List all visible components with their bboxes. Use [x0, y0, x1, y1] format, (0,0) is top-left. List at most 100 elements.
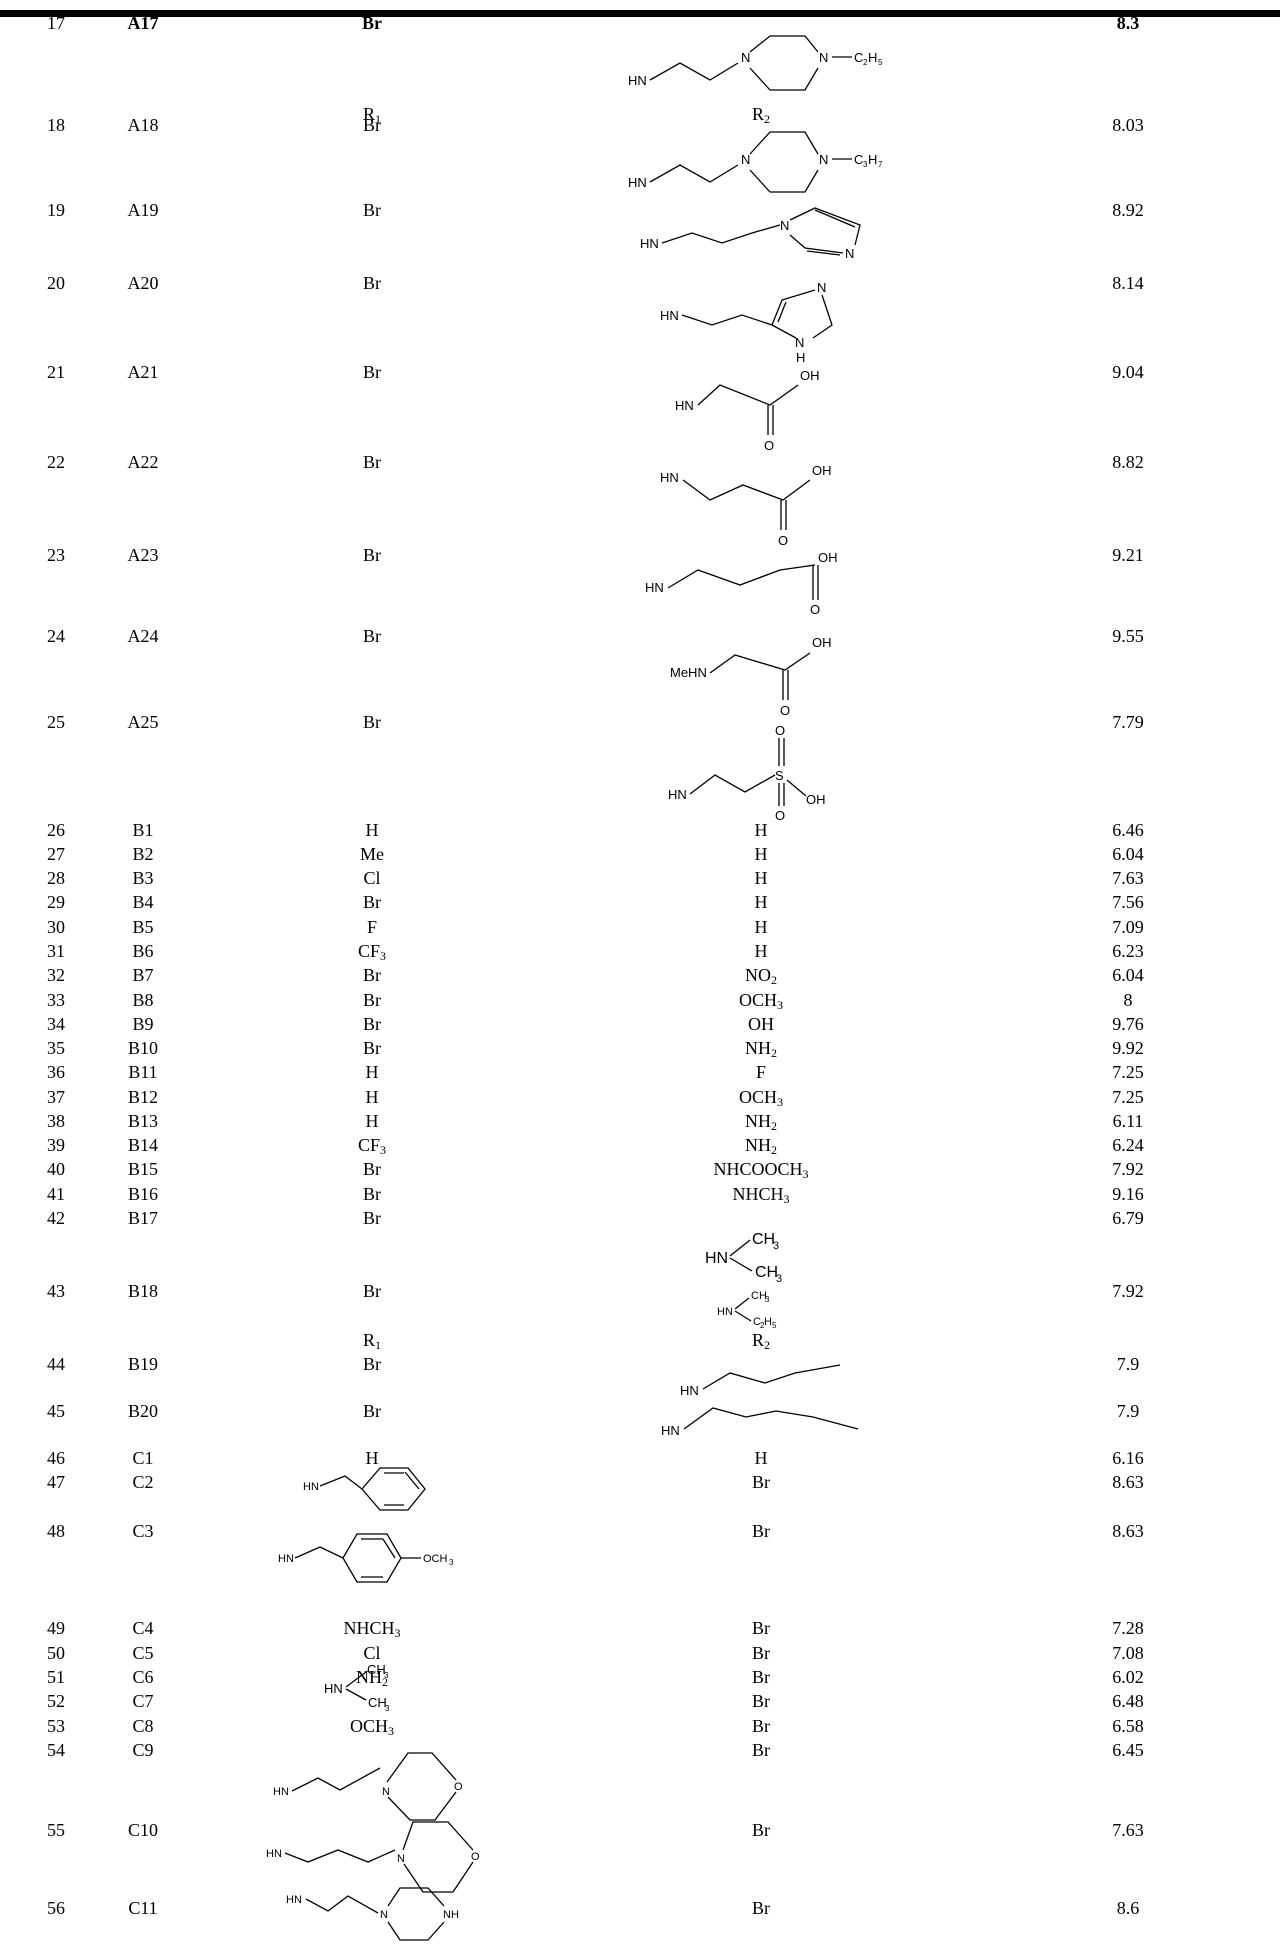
cell-no: 49: [47, 1618, 65, 1638]
cell-value: 9.55: [1112, 626, 1144, 646]
cell-code: C5: [132, 1643, 154, 1663]
cell-r2: Br: [752, 1667, 770, 1687]
cell-no: 32: [47, 965, 65, 985]
cell-code: B20: [127, 1401, 159, 1421]
cell-no: 17: [47, 13, 65, 33]
svg-text:HN: HN: [680, 1383, 699, 1398]
svg-text:HN: HN: [273, 1786, 289, 1798]
cell-r1: Br: [363, 1208, 381, 1228]
cell-r1: Br: [363, 545, 381, 565]
cell-r1: Br: [363, 626, 381, 646]
svg-text:N: N: [795, 335, 804, 350]
cell-value: 8.03: [1112, 115, 1144, 135]
cell-r1: NHCH3: [343, 1618, 401, 1640]
svg-text:H: H: [764, 1316, 772, 1328]
cell-no: 20: [47, 273, 65, 293]
svg-text:O: O: [764, 438, 774, 453]
cell-r1: Br: [363, 1354, 381, 1374]
cell-code: B17: [127, 1208, 159, 1228]
cell-value: 8.14: [1112, 273, 1144, 293]
cell-r1: Br: [363, 965, 381, 985]
svg-text:CH: CH: [751, 1290, 767, 1302]
cell-code: C3: [132, 1521, 154, 1541]
cell-r1: OCH3: [349, 1716, 395, 1738]
svg-text:N: N: [397, 1853, 405, 1865]
cell-no: 27: [47, 844, 65, 864]
svg-text:3: 3: [385, 1704, 390, 1713]
svg-text:5: 5: [878, 58, 883, 67]
svg-text:HN: HN: [645, 580, 664, 595]
cell-no: 55: [47, 1820, 65, 1840]
cell-value: 9.04: [1112, 362, 1144, 382]
cell-value: 7.63: [1112, 1820, 1144, 1840]
cell-no: 56: [47, 1898, 65, 1918]
cell-code: C7: [132, 1691, 154, 1711]
cell-no: 30: [47, 917, 65, 937]
cell-no: 35: [47, 1038, 65, 1058]
svg-text:HN: HN: [660, 308, 679, 323]
r2-header: R2: [751, 104, 771, 126]
svg-text:MeHN: MeHN: [670, 665, 707, 680]
cell-value: 8.63: [1112, 1472, 1144, 1492]
cell-r2: Br: [752, 1740, 770, 1760]
structure-a23: HN OH O: [645, 550, 838, 617]
svg-text:HN: HN: [628, 73, 647, 88]
cell-code: B12: [127, 1087, 159, 1107]
cell-code: C4: [132, 1618, 154, 1638]
structure-b19: HN: [680, 1364, 841, 1398]
cell-no: 43: [47, 1281, 65, 1301]
svg-text:3: 3: [776, 1273, 782, 1285]
cell-code: B15: [127, 1159, 159, 1179]
cell-no: 48: [47, 1521, 65, 1541]
cell-code: A24: [127, 626, 159, 646]
cell-code: A22: [127, 452, 159, 472]
svg-text:CH: CH: [368, 1695, 387, 1710]
cell-value: 7.63: [1112, 868, 1144, 888]
svg-text:HN: HN: [661, 1423, 680, 1438]
cell-r1: Br: [363, 273, 381, 293]
cell-r2: H: [754, 820, 768, 840]
cell-r2: H: [754, 941, 768, 961]
svg-text:O: O: [471, 1851, 480, 1863]
cell-code: A25: [127, 712, 159, 732]
cell-value: 7.28: [1112, 1618, 1144, 1638]
cell-value: 7.09: [1112, 917, 1144, 937]
cell-value: 8.63: [1112, 1521, 1144, 1541]
cell-value: 6.79: [1112, 1208, 1144, 1228]
cell-code: B1: [132, 820, 154, 840]
cell-no: 42: [47, 1208, 65, 1228]
svg-text:HN: HN: [266, 1848, 282, 1860]
structure-c9: HN N O: [273, 1752, 463, 1821]
cell-no: 41: [47, 1184, 65, 1204]
cell-value: 8.92: [1112, 200, 1144, 220]
cell-code: C11: [128, 1898, 158, 1918]
cell-no: 51: [47, 1667, 65, 1687]
cell-r2: F: [755, 1062, 767, 1082]
cell-no: 29: [47, 892, 65, 912]
cell-r1: Br: [363, 1159, 381, 1179]
cell-no: 50: [47, 1643, 65, 1663]
cell-value: 6.46: [1112, 820, 1144, 840]
structure-c7: HN CH3 CH3: [324, 1662, 390, 1713]
svg-text:O: O: [780, 703, 790, 718]
svg-text:OH: OH: [812, 463, 832, 478]
cell-value: 7.56: [1112, 892, 1144, 912]
svg-text:O: O: [778, 533, 788, 548]
cell-r1: H: [365, 1111, 379, 1131]
cell-no: 33: [47, 990, 65, 1010]
cell-code: A18: [127, 115, 159, 135]
svg-text:3: 3: [765, 1295, 770, 1304]
cell-value: 7.9: [1116, 1354, 1140, 1374]
cell-value: 7.25: [1112, 1087, 1144, 1107]
cell-no: 40: [47, 1159, 65, 1179]
cell-code: C9: [132, 1740, 154, 1760]
table-top-rule: [0, 10, 1280, 17]
svg-text:3: 3: [863, 160, 868, 169]
svg-text:H: H: [796, 350, 805, 365]
cell-code: C8: [132, 1716, 154, 1736]
cell-no: 38: [47, 1111, 65, 1131]
cell-r1: H: [365, 1087, 379, 1107]
